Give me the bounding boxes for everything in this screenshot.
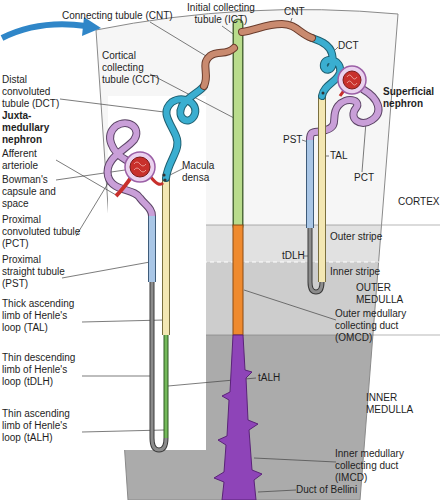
part-label: Duct of Bellini xyxy=(296,484,357,496)
part-abbreviation: CNT xyxy=(284,6,305,18)
part-label: Initial collecting tubule (ICT) xyxy=(178,2,264,26)
part-label: Cortical collecting tubule (CCT) xyxy=(102,50,166,86)
part-label: Inner medullary collecting duct (IMCD) xyxy=(335,448,415,484)
juxtamedullary-nephron xyxy=(108,48,234,450)
leader-lines xyxy=(56,18,366,492)
part-label: Afferent arteriole xyxy=(2,148,62,172)
region-label: OUTER MEDULLA xyxy=(356,282,418,306)
part-label: Thin ascending limb of Henle's loop (tAL… xyxy=(2,408,86,444)
part-abbreviation: PCT xyxy=(354,172,374,184)
region-label: CORTEX xyxy=(398,196,440,208)
inner-medullary-duct xyxy=(214,335,262,500)
region-label: INNER MEDULLA xyxy=(366,392,428,416)
part-label: Proximal straight tubule (PST) xyxy=(2,254,68,290)
part-label: Thick ascending limb of Henle's loop (TA… xyxy=(2,298,86,334)
pointer-arrow xyxy=(2,24,86,38)
cortex-zone xyxy=(0,0,444,225)
part-abbreviation: TAL xyxy=(330,150,348,162)
part-label: Bowman's capsule and space xyxy=(2,174,64,210)
part-abbreviation: PST xyxy=(283,134,302,146)
nephron-heading: Superficial nephron xyxy=(383,86,441,110)
outer-medullary-duct xyxy=(233,225,243,335)
collecting-tubule xyxy=(234,24,242,226)
part-label: Thin descending limb of Henle's loop (tD… xyxy=(2,352,86,388)
section-outline xyxy=(96,10,398,500)
inner-medulla-zone xyxy=(0,335,444,500)
part-label: Outer medullary collecting duct (OMCD) xyxy=(335,308,415,344)
part-abbreviation: tALH xyxy=(258,372,280,384)
part-label: Proximal convoluted tubule (PCT) xyxy=(2,214,82,250)
part-label: Connecting tubule (CNT) xyxy=(62,10,173,22)
region-label: Outer stripe xyxy=(330,231,382,243)
highlight-box xyxy=(108,96,206,450)
part-abbreviation: tDLH xyxy=(282,250,305,262)
region-label: Inner stripe xyxy=(330,266,380,278)
collecting-tubule-outline xyxy=(233,24,244,226)
part-label: Macula densa xyxy=(182,160,226,184)
part-abbreviation: DCT xyxy=(338,40,359,52)
nephron-heading: Juxta-medullary nephron xyxy=(2,110,58,146)
superficial-nephron xyxy=(242,24,378,292)
part-label: Distal convoluted tubule (DCT) xyxy=(2,74,74,110)
